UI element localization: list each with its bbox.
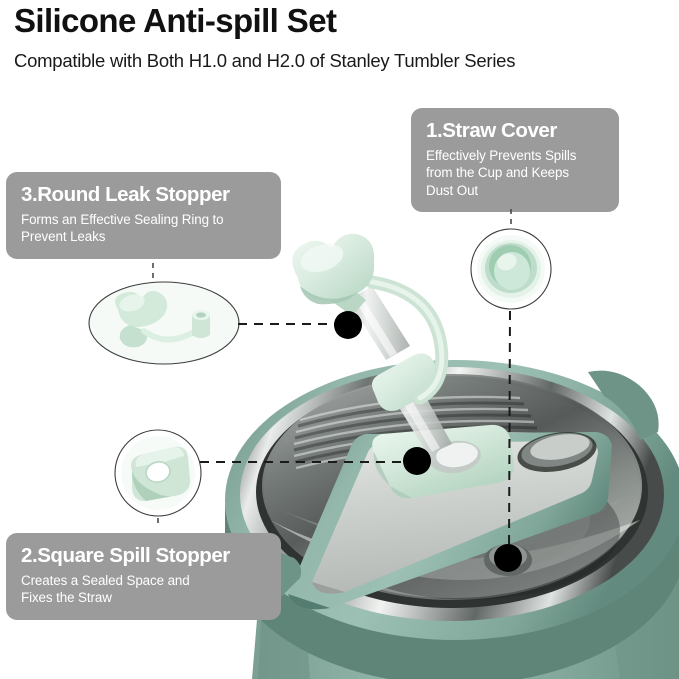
callout-straw-cover-title: 1.Straw Cover — [426, 119, 557, 142]
square-spill-stopper-flap[interactable] — [372, 424, 515, 499]
callout-round-leak-stopper-title: 3.Round Leak Stopper — [21, 183, 230, 206]
callout-square-spill-stopper: 2.Square Spill Stopper Creates a Sealed … — [6, 533, 281, 620]
detail-bubble-round-leak-stopper — [88, 281, 240, 365]
straw — [348, 286, 452, 455]
lid-right-tab — [588, 370, 659, 440]
detail-bubble-straw-cover — [470, 228, 552, 310]
page-title: Silicone Anti-spill Set — [14, 2, 337, 39]
page-subtitle: Compatible with Both H1.0 and H2.0 of St… — [14, 49, 516, 71]
callout-straw-cover: 1.Straw Cover Effectively Prevents Spill… — [411, 108, 619, 213]
callout-square-spill-stopper-body: Creates a Sealed Space and Fixes the Str… — [21, 572, 190, 606]
lid-sip-opening — [517, 432, 597, 472]
straw-cover-cap[interactable] — [292, 233, 375, 316]
callout-square-spill-stopper-title: 2.Square Spill Stopper — [21, 544, 230, 567]
detail-bubble-square-spill-stopper — [114, 429, 202, 517]
callout-straw-cover-body: Effectively Prevents Spills from the Cup… — [426, 147, 577, 198]
straw-cover-strap — [365, 275, 449, 405]
callout-round-leak-stopper: 3.Round Leak Stopper Forms an Effective … — [6, 172, 281, 259]
callout-round-leak-stopper-body: Forms an Effective Sealing Ring to Preve… — [21, 211, 224, 245]
header: Silicone Anti-spill Set Compatible with … — [0, 0, 679, 72]
lid-round-stopper-seat — [484, 544, 532, 576]
